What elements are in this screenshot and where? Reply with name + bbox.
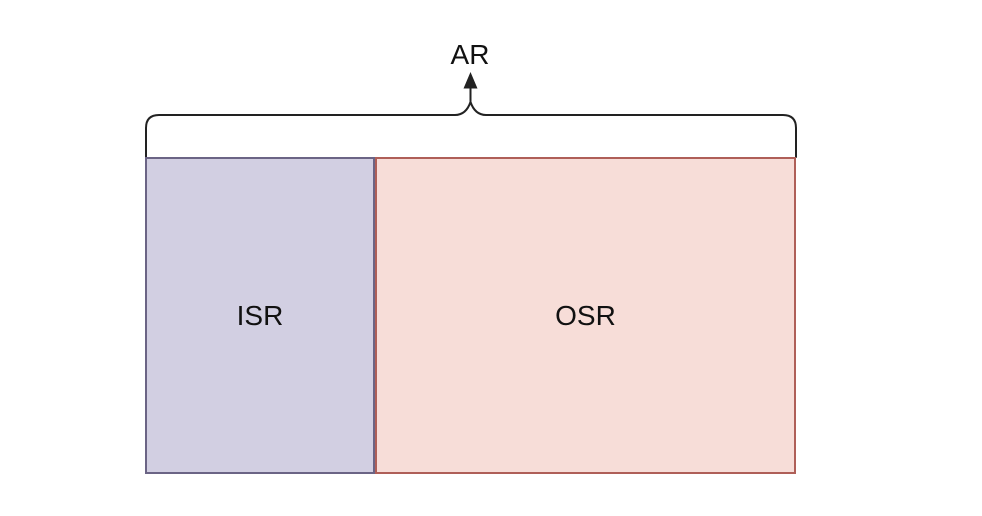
ar-label: AR <box>450 39 490 70</box>
osr-region: OSR <box>375 157 796 474</box>
curly-brace <box>145 101 797 158</box>
isr-region: ISR <box>145 157 375 474</box>
up-arrow-icon <box>463 72 478 103</box>
isr-label: ISR <box>236 299 284 331</box>
brace-arrow-graphic <box>145 72 797 158</box>
osr-label: OSR <box>555 299 616 331</box>
